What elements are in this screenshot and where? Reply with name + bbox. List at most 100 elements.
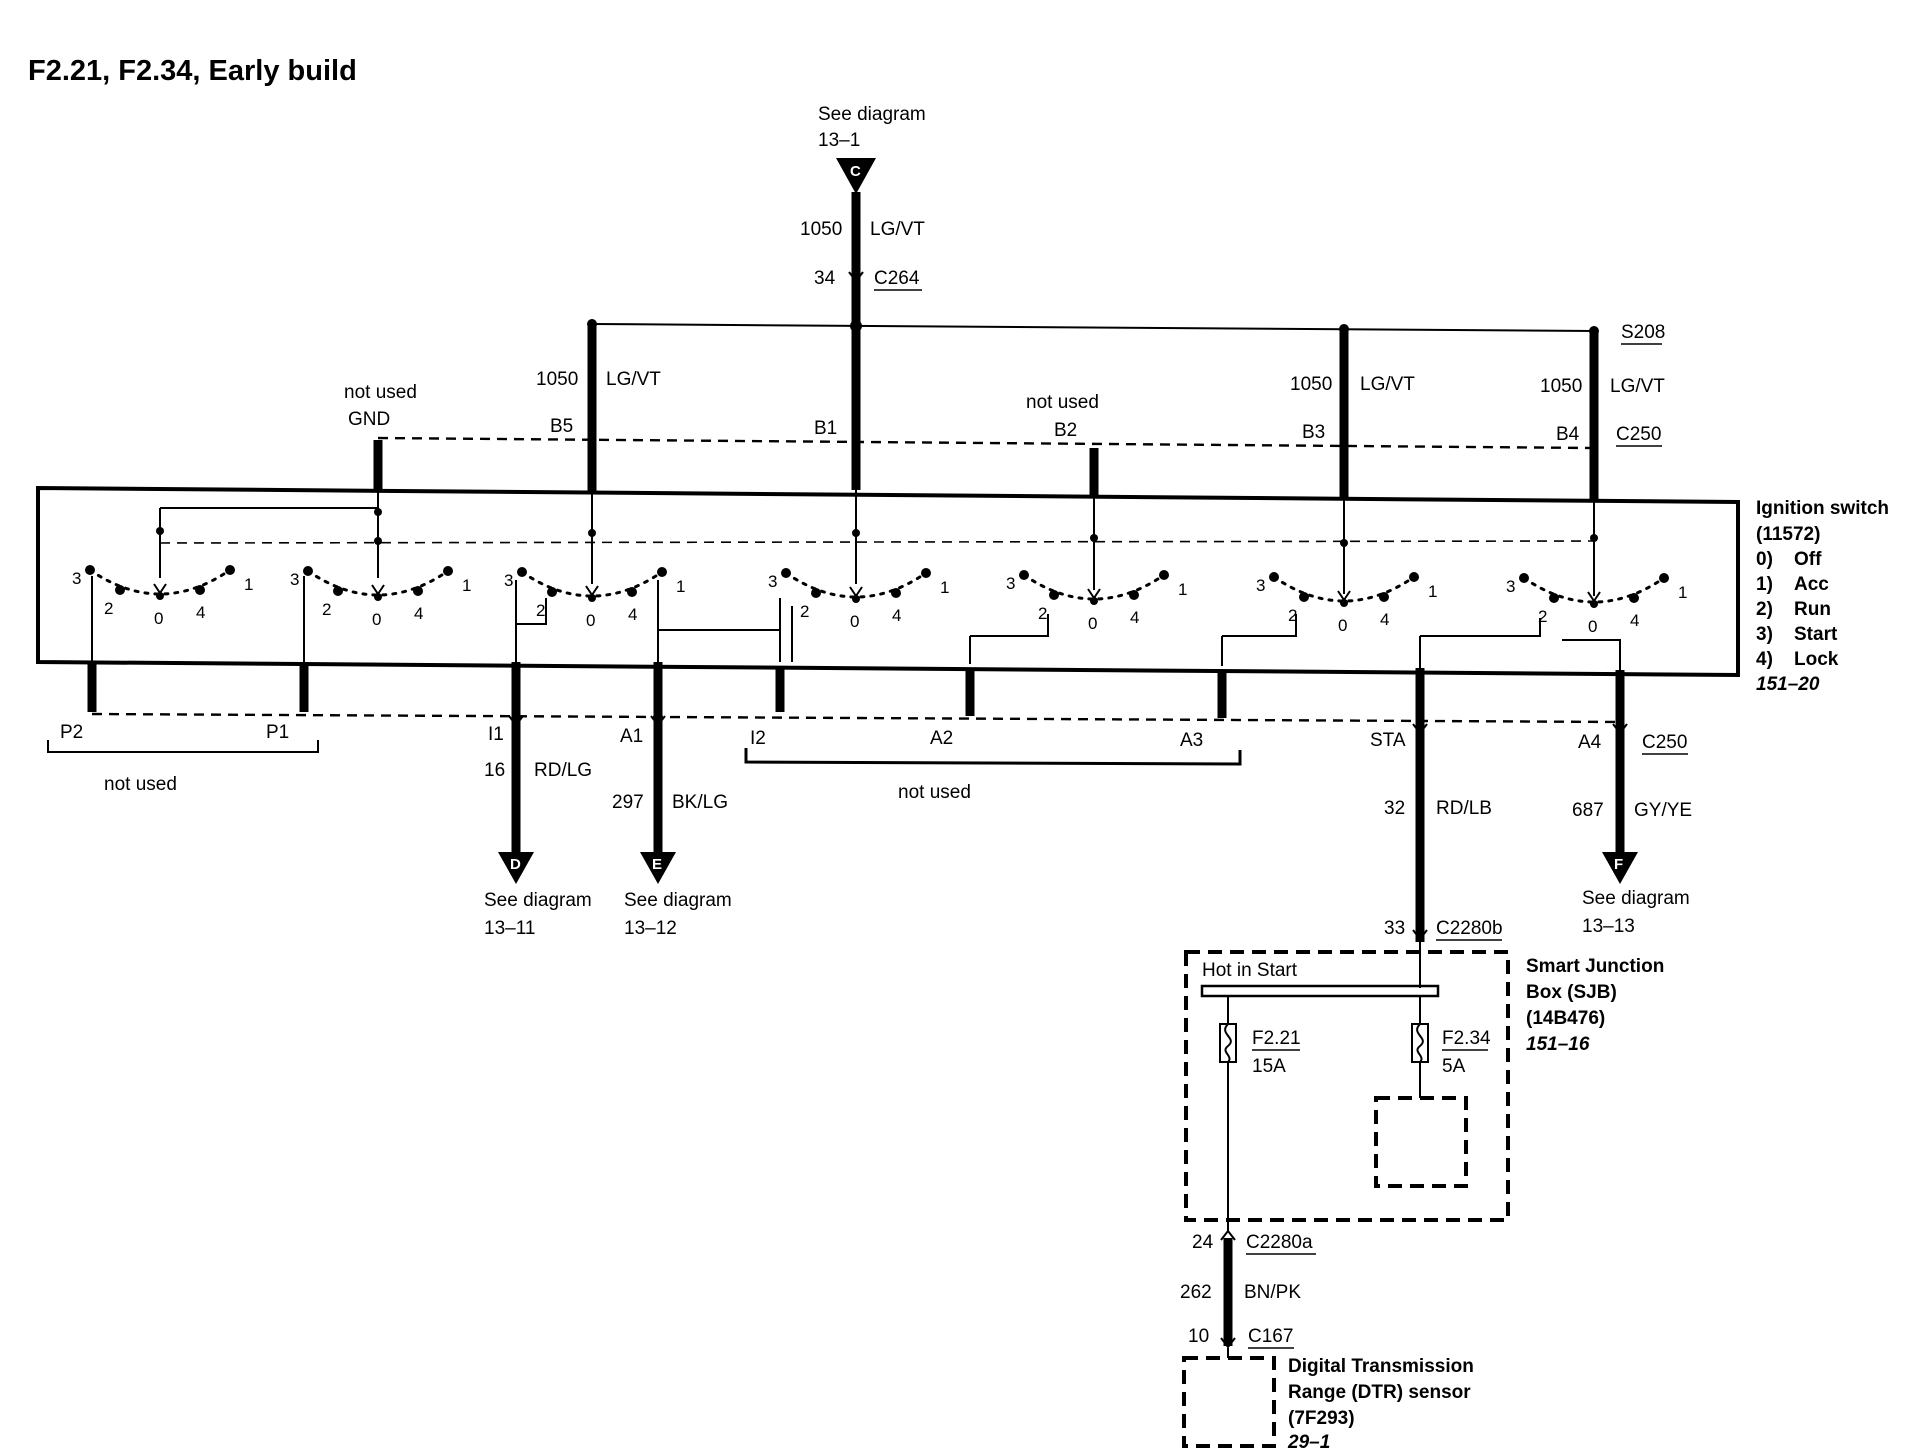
sjb-out-connector: C2280a <box>1246 1232 1313 1253</box>
switch-contact-dot <box>303 566 313 576</box>
switch-contact-dot <box>374 593 382 601</box>
switch-contact-label: 1 <box>1428 582 1437 601</box>
switch-pos-1-label: Acc <box>1794 574 1829 595</box>
switch-contact-label: 1 <box>1678 583 1687 602</box>
switch-contact-dot <box>1090 597 1098 605</box>
switch-contact-label: 2 <box>1038 604 1047 623</box>
ref-e-see: See diagram <box>624 890 732 911</box>
switch-contact-dot <box>1629 593 1639 603</box>
pin-a4-circuit: 687 <box>1572 800 1604 821</box>
pin-a4-connector: C250 <box>1642 732 1687 753</box>
switch-wiper-arrow <box>1587 591 1601 603</box>
ref-d-num: 13–11 <box>484 918 535 939</box>
switch-contact-label: 3 <box>290 570 299 589</box>
switch-contact-label: 3 <box>72 569 81 588</box>
switch-contact-dot <box>115 585 125 595</box>
pin-b1: B1 <box>814 418 837 439</box>
dtr-wire-color: BN/PK <box>1244 1282 1301 1303</box>
dtr-pin: 10 <box>1188 1326 1209 1347</box>
switch-contact-dot <box>1659 573 1669 583</box>
pin-a2: A2 <box>930 728 953 749</box>
feed-pin: 34 <box>814 268 836 289</box>
switch-wiper-arrow <box>153 583 167 595</box>
switch-contact-arc <box>520 570 664 598</box>
switch-contact-dot <box>1379 592 1389 602</box>
pin-sta-circuit: 32 <box>1384 798 1405 819</box>
switch-contact-label: 0 <box>1338 616 1347 635</box>
switch-contact-dot <box>85 565 95 575</box>
switch-contact-dot <box>1340 599 1348 607</box>
switch-contact-label: 2 <box>104 599 113 618</box>
pin-i2: I2 <box>750 728 766 749</box>
switch-contact-label: 4 <box>1380 610 1389 629</box>
switch-pos-4-label: Lock <box>1794 649 1839 670</box>
switch-contact-label: 3 <box>1506 577 1515 596</box>
switch-contact-dot <box>921 568 931 578</box>
pin-b3-color: LG/VT <box>1360 374 1415 395</box>
switch-wiper-arrow <box>585 585 599 597</box>
ref-f-see: See diagram <box>1582 888 1690 909</box>
switch-contact-dot <box>852 595 860 603</box>
switch-contact-dot <box>588 594 596 602</box>
feed-color: LG/VT <box>870 219 925 240</box>
switch-contact-label: 4 <box>1130 608 1139 627</box>
dtr-wire-circuit: 262 <box>1180 1282 1212 1303</box>
switch-contact-dot <box>443 566 453 576</box>
switch-contact-label: 1 <box>940 578 949 597</box>
switch-contact-label: 0 <box>586 611 595 630</box>
pin-p1: P1 <box>266 722 289 743</box>
sjb-bus-label: Hot in Start <box>1202 960 1298 981</box>
switch-pos-3-label: Start <box>1794 624 1838 645</box>
switch-contact-label: 1 <box>462 576 471 595</box>
feed-circuit: 1050 <box>800 219 842 240</box>
ref-f-letter: F <box>1614 856 1623 873</box>
switch-contact-arc <box>306 569 450 597</box>
switch-contact-label: 4 <box>196 603 205 622</box>
switch-wiper-arrow <box>849 586 863 598</box>
switch-contact-dot <box>413 586 423 596</box>
pin-gnd-note: not used <box>344 382 417 403</box>
sjb-in-connector: C2280b <box>1436 918 1503 939</box>
switch-contact-dot <box>1129 590 1139 600</box>
switch-wiper-arrow <box>1337 590 1351 602</box>
switch-contact-label: 2 <box>1288 606 1297 625</box>
not-used-left: not used <box>104 774 177 795</box>
sjb-name-2: Box (SJB) <box>1526 982 1617 1003</box>
switch-pos-2-num: 2) <box>1756 599 1773 620</box>
diagram-title: F2.21, F2.34, Early build <box>28 55 357 87</box>
sjb-part: (14B476) <box>1526 1008 1605 1029</box>
switch-page-ref: 151–20 <box>1756 674 1820 695</box>
pin-b3-circuit: 1050 <box>1290 374 1332 395</box>
pin-i1: I1 <box>488 724 504 745</box>
pin-sta: STA <box>1370 730 1406 751</box>
switch-contact-dot <box>781 568 791 578</box>
ignition-switch-body <box>36 485 1740 678</box>
switch-pos-0-num: 0) <box>1756 549 1773 570</box>
switch-name: Ignition switch <box>1756 498 1889 519</box>
pin-b2: B2 <box>1054 420 1077 441</box>
splice-bus <box>591 323 1595 332</box>
switch-contact-label: 3 <box>504 571 513 590</box>
pin-b4-color: LG/VT <box>1610 376 1665 397</box>
switch-contact-label: 3 <box>1256 576 1265 595</box>
dtr-page-ref: 29–1 <box>1287 1432 1330 1453</box>
switch-contact-arc <box>1272 575 1416 603</box>
pin-b3: B3 <box>1302 422 1325 443</box>
ref-e-triangle <box>640 852 676 884</box>
ref-f-num: 13–13 <box>1582 916 1635 937</box>
switch-contact-label: 2 <box>322 600 331 619</box>
top-ref-letter: C <box>850 163 861 180</box>
switch-contact-dot <box>1269 572 1279 582</box>
not-used-mid: not used <box>898 782 971 803</box>
switch-contact-label: 4 <box>414 604 423 623</box>
pin-a1-circuit: 297 <box>612 792 644 813</box>
dtr-name-1: Digital Transmission <box>1288 1356 1474 1377</box>
feed-connector: C264 <box>874 268 920 289</box>
switch-contact-label: 0 <box>1088 614 1097 633</box>
